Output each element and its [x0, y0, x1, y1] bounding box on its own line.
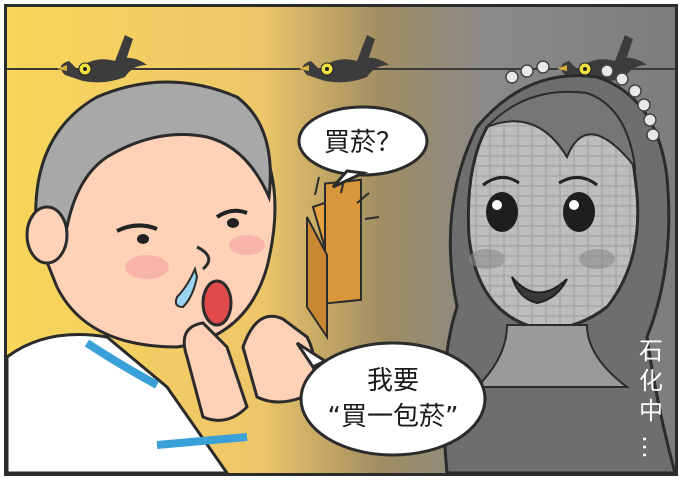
caption-char: … [637, 435, 665, 459]
petrified-woman [442, 60, 675, 473]
speech-question-text: 買菸？ [324, 128, 402, 158]
speech-bubble-question: 買菸？ [297, 105, 429, 189]
caption-char: 化 [639, 367, 663, 395]
side-caption: 石 化 中 … [637, 337, 665, 459]
crow-icon [299, 35, 389, 83]
caption-char: 中 [639, 397, 663, 425]
comic-panel: 買菸？ 我要 “買一包菸” 石 化 中 … [4, 4, 678, 476]
speech-answer-line2: “買一包菸” [328, 402, 459, 432]
crow-icon [57, 35, 148, 83]
speech-answer-line1: 我要 [367, 366, 419, 396]
comic-illustration: 買菸？ 我要 “買一包菸” 石 化 中 … [7, 7, 675, 473]
speech-bubble-answer: 我要 “買一包菸” [295, 341, 487, 457]
caption-char: 石 [639, 337, 663, 365]
